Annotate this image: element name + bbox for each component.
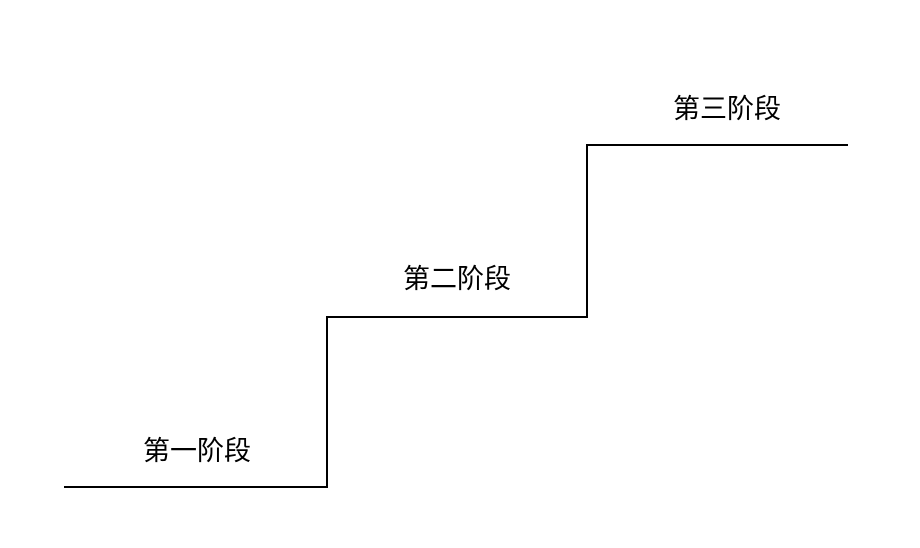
stage-label-first: 第一阶段 — [143, 436, 251, 467]
stage-label-second: 第二阶段 — [403, 264, 511, 295]
staircase-path — [64, 144, 848, 488]
stage-label-third: 第三阶段 — [673, 94, 781, 125]
